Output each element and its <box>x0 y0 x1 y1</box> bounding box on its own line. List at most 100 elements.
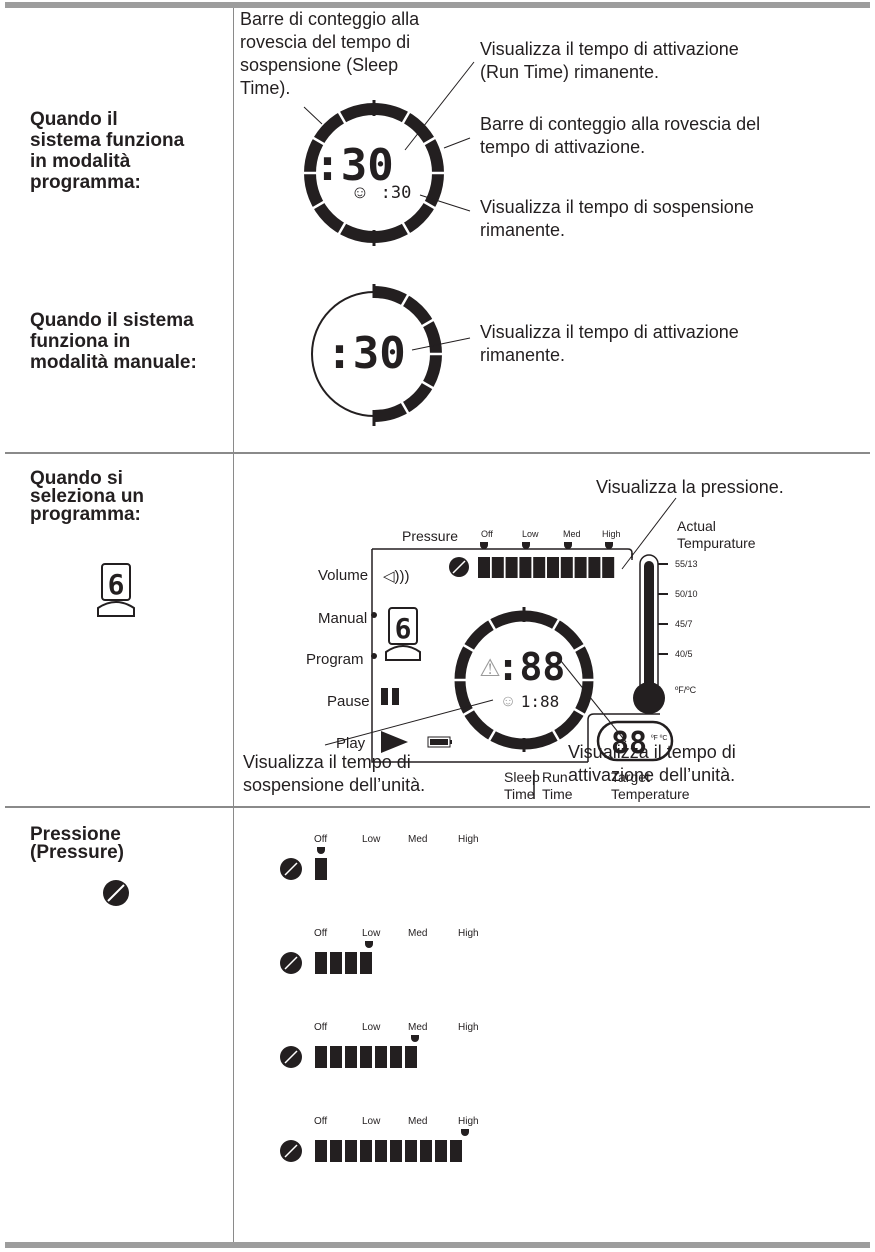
pressure-bar-segment <box>478 557 490 578</box>
thermometer-bulb <box>633 682 665 714</box>
level-label: Med <box>408 928 427 939</box>
dial-tick <box>572 643 587 653</box>
pressure-bar-segment <box>345 952 357 974</box>
sleep-face-icon: ☺ <box>351 182 369 202</box>
panel-level-med: Med <box>563 529 581 539</box>
panel-label-manual: Manual <box>318 610 367 627</box>
pressure-bar-segment <box>345 1046 357 1068</box>
pressure-bar-segment <box>405 1140 417 1162</box>
dial-tick <box>572 707 587 717</box>
leader-run-bars <box>443 137 471 149</box>
manual-dial-thin-arc <box>311 291 375 417</box>
dial-tick <box>311 200 326 210</box>
pressure-callout: Visualizza la pressione. <box>596 477 784 497</box>
level-label: Off <box>314 928 327 939</box>
volume-icon: ◁))) <box>383 568 410 585</box>
select-program-label: Quando si seleziona un programma: <box>30 468 145 525</box>
level-label: Low <box>362 834 381 845</box>
section-divider <box>5 452 870 454</box>
battery-icon-tip <box>450 740 452 744</box>
dial-tick <box>422 136 437 146</box>
level-pin <box>480 542 488 549</box>
thermometer-ticks <box>658 563 668 655</box>
sleep-bars-callout: Barre di conteggio alla rovescia del tem… <box>240 9 420 98</box>
column-divider <box>233 8 234 1242</box>
panel-label-pause: Pause <box>327 693 370 710</box>
pressure-bar-segment <box>533 557 546 578</box>
thermometer-tick <box>658 653 668 655</box>
dial-tick <box>400 293 410 307</box>
top-rule <box>5 2 870 8</box>
battery-icon-fill <box>430 739 448 745</box>
target-temp-label-2: Temperature <box>611 786 690 802</box>
pause-icon-bar2 <box>392 688 399 705</box>
temp-scale-units: ºF/ºC <box>675 685 697 695</box>
run-time-label-1: Run <box>542 769 568 785</box>
run-time-callout: Visualizza il tempo di attivazione (Run … <box>480 39 739 82</box>
panel-label-play: Play <box>336 735 366 752</box>
leader-manual-run <box>411 337 471 351</box>
level-label: Low <box>362 1022 381 1033</box>
panel-sleep-face-icon: ☺ <box>500 693 516 710</box>
level-pin <box>411 1035 419 1042</box>
manual-indicator <box>371 612 377 618</box>
panel-program-number: 6 <box>395 612 412 645</box>
panel-outline-right-lower <box>587 713 660 762</box>
pressure-section-label: Pressione (Pressure) <box>30 824 124 863</box>
level-label: Off <box>314 834 327 845</box>
level-pin <box>605 542 613 549</box>
target-temp-box <box>596 720 674 762</box>
panel-label-volume: Volume <box>318 567 368 584</box>
pressure-icon-needle <box>284 1050 298 1064</box>
level-pin <box>317 847 325 854</box>
pressure-bar-segment <box>519 557 532 578</box>
program-icon-base <box>97 601 135 617</box>
manual-run-time-callout: Visualizza il tempo di attivazione riman… <box>480 322 739 365</box>
pressure-bar-segment <box>375 1140 387 1162</box>
pressure-icon-needle <box>284 956 298 970</box>
sleep-time-label-1: Sleep <box>504 769 540 785</box>
leader-run-unit <box>560 660 627 743</box>
run-time-label-2: Time <box>542 786 573 802</box>
temp-scale-55: 55/13 <box>675 559 698 569</box>
pressure-icon-needle <box>284 862 298 876</box>
thermometer-tick <box>658 623 668 625</box>
manual-dial-main-value: :30 <box>326 328 405 379</box>
panel-level-high: High <box>602 529 621 539</box>
pressure-bar-segment <box>330 1046 342 1068</box>
pressure-bar-segment <box>360 1140 372 1162</box>
panel-pressure-bars <box>478 557 615 578</box>
panel-dial-main-value: :88 <box>497 645 566 689</box>
target-temp-units: ºF ºC <box>651 735 667 742</box>
pressure-bar-segment <box>491 557 504 578</box>
pressure-bar-segment <box>315 952 327 974</box>
level-label: High <box>458 928 479 939</box>
actual-temp-label-2: Tempurature <box>677 535 756 551</box>
pressure-bar-segment <box>560 557 573 578</box>
pause-icon <box>381 688 388 705</box>
temp-scale-45: 45/7 <box>675 619 693 629</box>
run-bars-callout: Barre di conteggio alla rovescia del tem… <box>480 114 761 157</box>
leader-sleep-bars <box>303 106 323 125</box>
level-pin <box>564 542 572 549</box>
leader-sleep-time <box>419 194 471 212</box>
sleep-unit-callout: Visualizza il tempo di sospensione dell’… <box>243 752 426 795</box>
dial-tick <box>421 380 435 390</box>
actual-temp-label-1: Actual <box>677 518 716 534</box>
pressure-bar-segment <box>435 1140 447 1162</box>
level-label: High <box>458 1116 479 1127</box>
program-dial-main-value: :30 <box>314 140 393 191</box>
level-pin <box>365 941 373 948</box>
level-label: High <box>458 1022 479 1033</box>
level-label: Med <box>408 834 427 845</box>
level-label: Off <box>314 1022 327 1033</box>
panel-outline <box>371 548 633 763</box>
sleep-time-label-2: Time <box>504 786 535 802</box>
